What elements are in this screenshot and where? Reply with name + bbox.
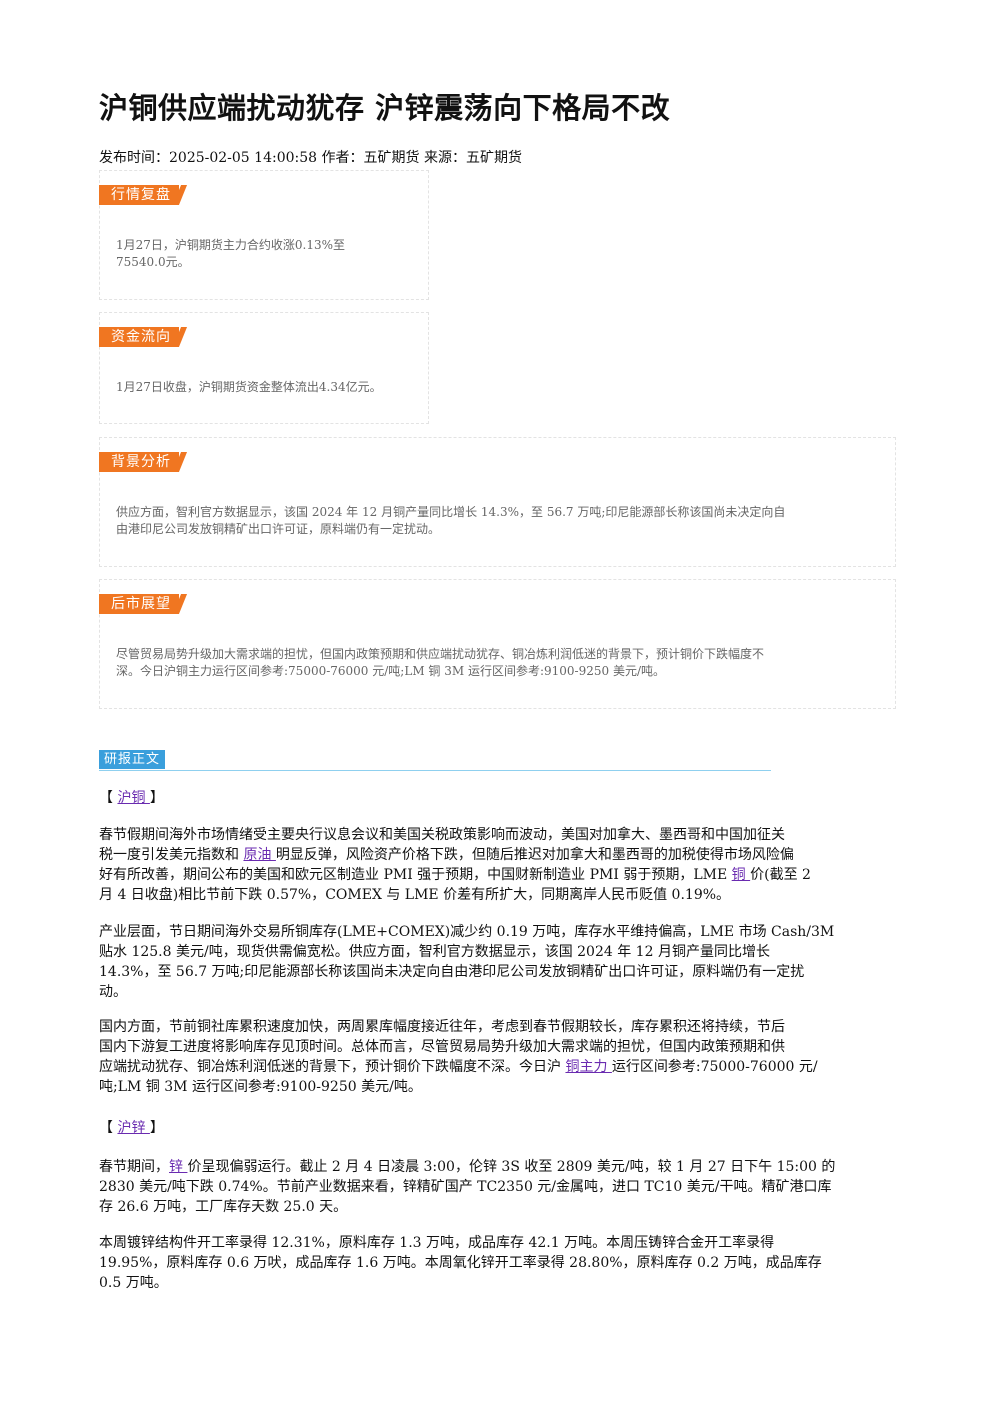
p4-line-1: 春节期间，锌 价呈现偏弱运行。截止 2 月 4 日凌晨 3:00，伦锌 3S 收…	[99, 1157, 894, 1177]
background-box: 背景分析 供应方面，智利官方数据显示，该国 2024 年 12 月铜产量同比增长…	[99, 437, 896, 567]
p2-line-4: 动。	[99, 984, 127, 1000]
author: 五矿期货	[363, 150, 420, 166]
market-review-box: 行情复盘 1月27日，沪铜期货主力合约收涨0.13%至 75540.0元。	[99, 170, 429, 300]
source-label: 来源：	[419, 150, 466, 166]
outlook-line-1: 尽管贸易局势升级加大需求端的担忧，但国内政策预期和供应端扰动犹存、铜冶炼利润低迷…	[116, 647, 765, 661]
copper-paragraph-3: 国内方面，节前铜社库累积速度加快，两周累库幅度接近往年，考虑到春节假期较长，库存…	[99, 1017, 894, 1097]
market-review-line-2: 75540.0元。	[116, 255, 190, 269]
p1-line-3: 好有所改善，期间公布的美国和欧元区制造业 PMI 强于预期，中国财新制造业 PM…	[99, 865, 894, 885]
background-line-1: 供应方面，智利官方数据显示，该国 2024 年 12 月铜产量同比增长 14.3…	[116, 505, 786, 519]
capital-flow-text: 1月27日收盘，沪铜期货资金整体流出4.34亿元。	[116, 379, 382, 396]
p3-line-3: 应端扰动犹存、铜冶炼利润低迷的背景下，预计铜价下跌幅度不深。今日沪 铜主力 运行…	[99, 1057, 894, 1077]
p1-line-4: 月 4 日收盘)相比节前下跌 0.57%，COMEX 与 LME 价差有所扩大，…	[99, 887, 731, 903]
zinc-section-heading: 【 沪锌 】	[99, 1117, 164, 1137]
p1-line-3-b: 价(截至 2	[750, 867, 811, 883]
background-text: 供应方面，智利官方数据显示，该国 2024 年 12 月铜产量同比增长 14.3…	[116, 504, 785, 538]
bracket-open: 【	[99, 790, 118, 806]
copper-price-link[interactable]: 铜	[731, 867, 751, 883]
p3-line-3-a: 应端扰动犹存、铜冶炼利润低迷的背景下，预计铜价下跌幅度不深。今日沪	[99, 1059, 566, 1075]
zinc-paragraph-1: 春节期间，锌 价呈现偏弱运行。截止 2 月 4 日凌晨 3:00，伦锌 3S 收…	[99, 1157, 894, 1217]
capital-flow-box: 资金流向 1月27日收盘，沪铜期货资金整体流出4.34亿元。	[99, 312, 429, 424]
report-header: 研报正文	[99, 750, 771, 771]
article-meta: 发布时间：2025-02-05 14:00:58 作者：五矿期货 来源：五矿期货	[99, 147, 522, 167]
outlook-tag-label: 后市展望	[99, 594, 179, 614]
source: 五矿期货	[465, 150, 522, 166]
zinc-price-link[interactable]: 锌	[169, 1159, 188, 1175]
p3-line-1: 国内方面，节前铜社库累积速度加快，两周累库幅度接近往年，考虑到春节假期较长，库存…	[99, 1019, 785, 1035]
copper-paragraph-1: 春节假期间海外市场情绪受主要央行议息会议和美国关税政策影响而波动，美国对加拿大、…	[99, 825, 894, 905]
background-line-2: 由港印尼公司发放铜精矿出口许可证，原料端仍有一定扰动。	[116, 522, 441, 536]
p3-line-2: 国内下游复工进度将影响库存见顶时间。总体而言，尽管贸易局势升级加大需求端的担忧，…	[99, 1039, 785, 1055]
bracket-close: 】	[149, 1120, 164, 1136]
p2-line-3: 14.3%，至 56.7 万吨;印尼能源部长称该国尚未决定向自由港印尼公司发放铜…	[99, 964, 805, 980]
publish-time: 2025-02-05 14:00:58	[169, 150, 318, 166]
outlook-box: 后市展望 尽管贸易局势升级加大需求端的担忧，但国内政策预期和供应端扰动犹存、铜冶…	[99, 579, 896, 709]
background-tag-label: 背景分析	[99, 452, 179, 472]
report-header-tag: 研报正文	[99, 750, 166, 769]
market-review-line-1: 1月27日，沪铜期货主力合约收涨0.13%至	[116, 238, 346, 252]
bracket-open: 【	[99, 1120, 118, 1136]
bracket-close: 】	[149, 790, 164, 806]
p1-line-2: 税一度引发美元指数和 原油 明显反弹，风险资产价格下跌，但随后推迟对加拿大和墨西…	[99, 845, 894, 865]
copper-main-link[interactable]: 铜主力	[565, 1059, 612, 1075]
p5-line-3: 0.5 万吨。	[99, 1275, 168, 1291]
p5-line-2: 19.95%，原料库存 0.6 万吠，成品库存 1.6 万吨。本周氧化锌开工率录…	[99, 1255, 822, 1271]
zinc-link[interactable]: 沪锌	[117, 1120, 150, 1136]
p1-line-3-a: 好有所改善，期间公布的美国和欧元区制造业 PMI 强于预期，中国财新制造业 PM…	[99, 867, 732, 883]
p1-line-2-a: 税一度引发美元指数和	[99, 847, 244, 863]
p1-line-1: 春节假期间海外市场情绪受主要央行议息会议和美国关税政策影响而波动，美国对加拿大、…	[99, 827, 785, 843]
capital-flow-tag-label: 资金流向	[99, 327, 179, 347]
p5-line-1: 本周镀锌结构件开工率录得 12.31%，原料库存 1.3 万吨，成品库存 42.…	[99, 1235, 775, 1251]
article-title: 沪铜供应端扰动犹存 沪锌震荡向下格局不改	[99, 91, 671, 125]
p2-line-1: 产业层面，节日期间海外交易所铜库存(LME+COMEX)减少约 0.19 万吨，…	[99, 924, 835, 940]
author-label: 作者：	[317, 150, 364, 166]
copper-paragraph-2: 产业层面，节日期间海外交易所铜库存(LME+COMEX)减少约 0.19 万吨，…	[99, 922, 894, 1002]
zinc-paragraph-2: 本周镀锌结构件开工率录得 12.31%，原料库存 1.3 万吨，成品库存 42.…	[99, 1233, 894, 1293]
p3-line-4: 吨;LM 铜 3M 运行区间参考:9100-9250 美元/吨。	[99, 1079, 422, 1095]
p4-line-1-b: 价呈现偏弱运行。截止 2 月 4 日凌晨 3:00，伦锌 3S 收至 2809 …	[187, 1159, 836, 1175]
market-review-tag-label: 行情复盘	[99, 185, 179, 205]
market-review-text: 1月27日，沪铜期货主力合约收涨0.13%至 75540.0元。	[116, 237, 345, 271]
outlook-text: 尽管贸易局势升级加大需求端的担忧，但国内政策预期和供应端扰动犹存、铜冶炼利润低迷…	[116, 646, 764, 680]
p3-line-3-b: 运行区间参考:75000-76000 元/	[611, 1059, 818, 1075]
p4-line-1-a: 春节期间，	[99, 1159, 169, 1175]
p4-line-2: 2830 美元/吨下跌 0.74%。节前产业数据来看，锌精矿国产 TC2350 …	[99, 1179, 832, 1195]
p1-line-2-b: 明显反弹，风险资产价格下跌，但随后推迟对加拿大和墨西哥的加税使得市场风险偏	[275, 847, 794, 863]
crude-oil-link[interactable]: 原油	[243, 847, 276, 863]
p4-line-3: 存 26.6 万吨，工厂库存天数 25.0 天。	[99, 1199, 348, 1215]
capital-flow-line-1: 1月27日收盘，沪铜期货资金整体流出4.34亿元。	[116, 380, 382, 394]
copper-section-heading: 【 沪铜 】	[99, 787, 164, 807]
publish-label: 发布时间：	[99, 150, 169, 166]
p2-line-2: 贴水 125.8 美元/吨，现货供需偏宽松。供应方面，智利官方数据显示，该国 2…	[99, 944, 770, 960]
copper-link[interactable]: 沪铜	[117, 790, 150, 806]
outlook-line-2: 深。今日沪铜主力运行区间参考:75000-76000 元/吨;LM 铜 3M 运…	[116, 664, 666, 678]
